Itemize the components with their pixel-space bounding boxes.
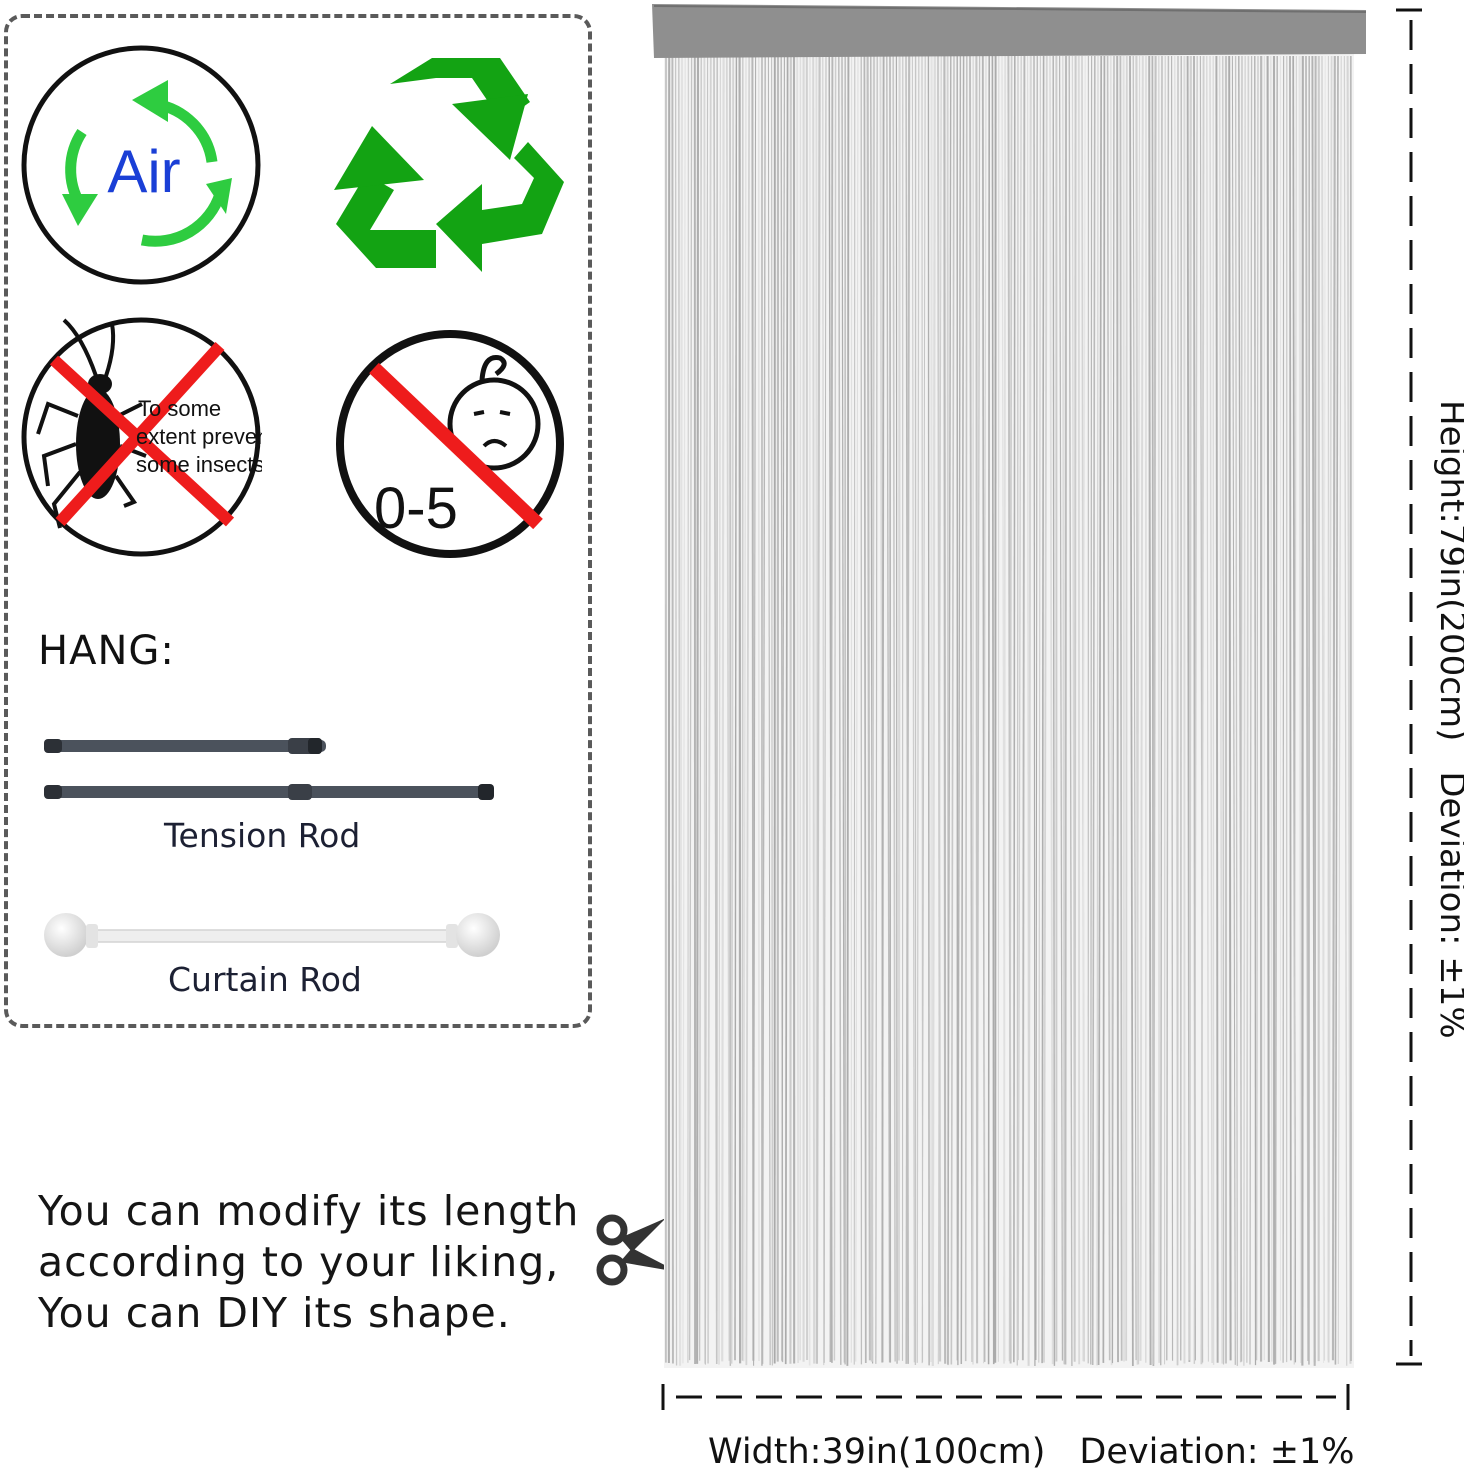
- diy-line-1: You can modify its length: [38, 1187, 580, 1235]
- tension-rod-icon: [44, 736, 500, 810]
- diy-line-2: according to your liking,: [38, 1238, 560, 1286]
- hang-title: HANG:: [38, 628, 175, 674]
- diy-line-3: You can DIY its shape.: [38, 1289, 511, 1337]
- air-label: Air: [107, 138, 180, 205]
- scissors-icon: [594, 1214, 680, 1292]
- insect-line-2: extent prevent: [136, 424, 262, 449]
- string-curtain: [650, 4, 1370, 1374]
- height-value: Height:79in(200cm): [1432, 400, 1464, 742]
- insect-line-1: To some: [138, 396, 221, 421]
- insect-line-3: some insects: [136, 452, 262, 477]
- curtain-rod-label: Curtain Rod: [168, 960, 362, 999]
- not-for-children-icon: 0-5: [334, 328, 566, 560]
- age-label: 0-5: [374, 476, 458, 541]
- width-deviation: Deviation: ±1%: [1079, 1432, 1355, 1472]
- no-insects-icon: To some extent prevent some insects: [20, 316, 262, 558]
- diy-description: You can modify its length according to y…: [38, 1186, 579, 1339]
- height-dimension-line: [1396, 6, 1426, 1372]
- width-dimension-line: [660, 1382, 1352, 1416]
- insect-text: To some extent prevent some insects: [136, 396, 262, 477]
- height-deviation: Deviation: ±1%: [1432, 771, 1464, 1039]
- height-label: Height:79in(200cm) Deviation: ±1%: [1432, 400, 1464, 1039]
- air-circulation-icon: Air: [20, 44, 262, 286]
- features-panel: [4, 14, 592, 1028]
- recycle-icon: [332, 54, 568, 276]
- width-label: Width:39in(100cm) Deviation: ±1%: [708, 1432, 1355, 1472]
- curtain-rod-icon: [42, 910, 504, 966]
- tension-rod-label: Tension Rod: [164, 816, 361, 855]
- width-value: Width:39in(100cm): [708, 1432, 1046, 1472]
- curtain-header: [652, 4, 1366, 58]
